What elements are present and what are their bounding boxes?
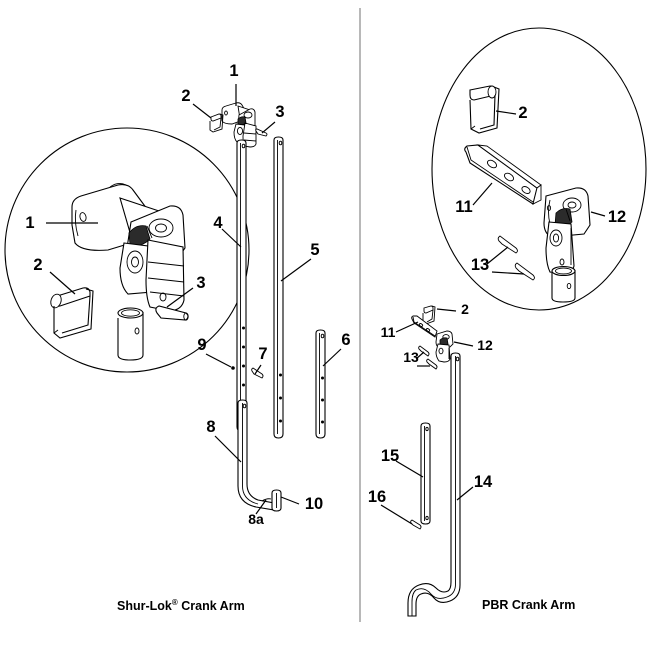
- callout-16-pin: 16: [368, 488, 386, 506]
- link-bar-small-part-11: [411, 315, 438, 338]
- callout-2-oval: 2: [518, 104, 527, 122]
- callout-7-pin: 7: [258, 345, 267, 363]
- crank-arm-part-14: [407, 352, 461, 617]
- universal-joint-small-part-12: [435, 330, 454, 363]
- rod-part-5: [273, 136, 284, 439]
- callout-3-circle: 3: [196, 274, 205, 292]
- retainer-clip-oval-part-2: [469, 85, 500, 134]
- callout-4-rod: 4: [213, 214, 223, 232]
- callout-13-oval: 13: [471, 256, 489, 274]
- rod-part-6: [315, 329, 326, 439]
- retainer-clip-part-2: [50, 287, 94, 339]
- roll-pin-part-7: [251, 367, 264, 379]
- roll-pin-part-16: [410, 519, 422, 530]
- rod-part-15: [420, 422, 431, 525]
- universal-joint-part-1: [71, 182, 186, 312]
- roll-pin-small-part-3: [255, 128, 268, 137]
- pbr-detail-oval: [431, 27, 647, 311]
- callout-2-circle: 2: [33, 256, 42, 274]
- callout-9-dot: 9: [197, 336, 206, 354]
- callout-12-oval: 12: [608, 208, 626, 226]
- universal-joint-part-12: [543, 187, 591, 275]
- callout-8-crank: 8: [206, 418, 215, 436]
- roll-pin-part-3: [155, 305, 189, 321]
- retainer-clip-small-part-2: [209, 113, 224, 133]
- callout-numbers-right: 2 11 12 13 2 11 12 13 14 15 16: [368, 104, 626, 506]
- callout-12-lower: 12: [477, 337, 493, 353]
- fastener-dot-part-9: [231, 366, 235, 370]
- callout-2-lower: 2: [461, 301, 469, 317]
- callout-1-circle: 1: [25, 214, 34, 232]
- roll-pins-small-part-13: [418, 345, 438, 370]
- shur-lok-detail-circle: [4, 127, 250, 373]
- caption-shur-lok: Shur-Lok® Crank Arm: [117, 598, 245, 614]
- leader-lines-left: [46, 84, 342, 515]
- callout-6-rod: 6: [341, 331, 350, 349]
- callout-8a-bend: 8a: [248, 511, 264, 527]
- callout-5-rod: 5: [310, 241, 319, 259]
- link-bar-part-11: [464, 144, 542, 205]
- universal-joint-small-part-1: [221, 102, 257, 148]
- caption-pbr: PBR Crank Arm: [482, 598, 576, 612]
- callout-15-rod: 15: [381, 447, 399, 465]
- callout-1-top: 1: [229, 62, 238, 80]
- tube-stub-left: [117, 307, 144, 361]
- callout-11-lower: 11: [381, 324, 396, 340]
- callout-10-grip: 10: [305, 495, 323, 513]
- crank-arm-part-8: [237, 399, 282, 512]
- rod-part-4: [236, 139, 247, 432]
- callout-13-lower: 13: [403, 349, 419, 365]
- callout-2-top: 2: [181, 87, 190, 105]
- callout-3-top: 3: [275, 103, 284, 121]
- callout-14-rod: 14: [474, 473, 493, 491]
- callout-11-oval: 11: [455, 198, 472, 216]
- tube-stub-right: [551, 265, 576, 303]
- leader-lines-right: [380, 110, 606, 525]
- callout-numbers-left: 1 2 3 1 2 3 4 5 6 7 8 9 10 8a: [25, 62, 350, 527]
- roll-pins-part-13: [497, 235, 535, 281]
